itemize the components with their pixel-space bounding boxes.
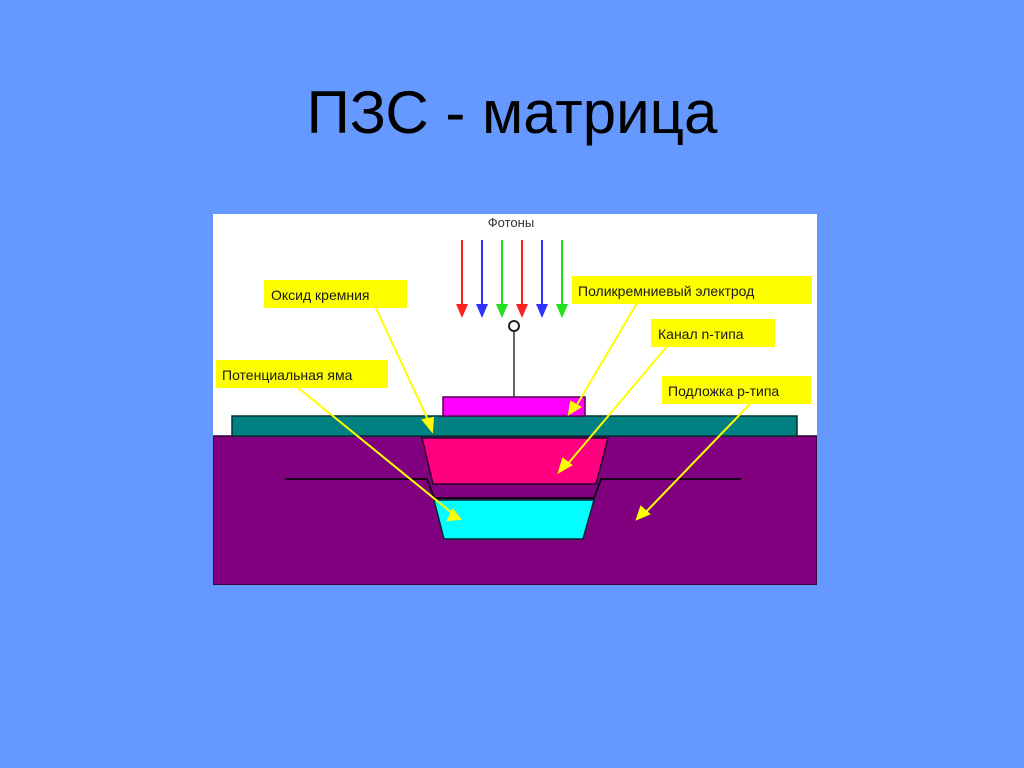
label-oxide: Оксид кремния — [264, 280, 407, 308]
label-p-substrate: Подложка p-типа — [662, 376, 811, 404]
pointer-arrows — [295, 297, 753, 522]
ccd-diagram-svg: Фотоны — [213, 215, 817, 585]
photons-label: Фотоны — [488, 215, 534, 230]
electrode-pointer — [567, 297, 641, 417]
electrode-terminal — [508, 320, 520, 332]
photon-arrow-5 — [536, 240, 548, 318]
slide-title: ПЗС - матрица — [306, 79, 718, 146]
label-potential-well: Потенциальная яма — [216, 360, 388, 388]
pn-junction-line — [285, 478, 741, 499]
label-n-channel-text: Канал n-типа — [658, 326, 744, 342]
potential-well-region — [433, 499, 595, 540]
potential-well-pointer — [295, 385, 462, 522]
label-poly-electrode: Поликремниевый электрод — [572, 276, 812, 304]
n-channel-region — [421, 437, 609, 485]
label-poly-electrode-text: Поликремниевый электрод — [578, 283, 754, 299]
photon-arrow-6 — [556, 240, 568, 318]
photon-arrow-1 — [456, 240, 468, 318]
label-oxide-text: Оксид кремния — [271, 287, 370, 303]
photon-arrows — [456, 240, 568, 318]
poly-electrode — [442, 396, 586, 417]
photon-arrow-3 — [496, 240, 508, 318]
oxide-layer — [231, 415, 798, 437]
label-n-channel: Канал n-типа — [651, 319, 775, 347]
oxide-pointer — [374, 305, 435, 434]
n-channel-pointer — [557, 343, 670, 475]
label-p-substrate-text: Подложка p-типа — [668, 383, 779, 399]
label-potential-well-text: Потенциальная яма — [222, 367, 353, 383]
photon-arrow-2 — [476, 240, 488, 318]
ccd-diagram: Фотоны — [213, 214, 817, 585]
photon-arrow-4 — [516, 240, 528, 318]
p-substrate-pointer — [635, 401, 753, 521]
